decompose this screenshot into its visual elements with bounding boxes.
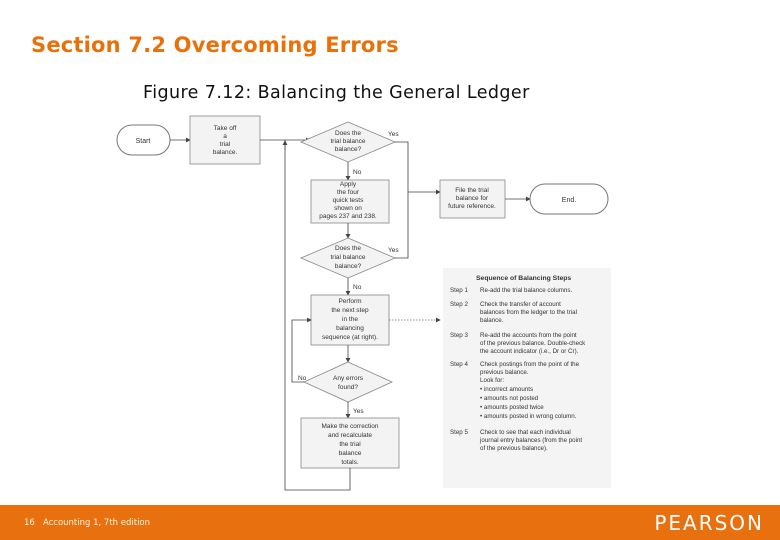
svg-text:previous balance.: previous balance. xyxy=(480,369,529,376)
quick-tests-box xyxy=(310,179,390,224)
svg-text:Re-add the accounts from the p: Re-add the accounts from the point xyxy=(480,332,577,339)
svg-text:trial: trial xyxy=(220,141,231,148)
svg-text:Perform: Perform xyxy=(338,298,361,305)
correction-box xyxy=(300,417,400,469)
svg-text:future reference.: future reference. xyxy=(448,203,496,210)
svg-text:balance?: balance? xyxy=(335,263,362,270)
end-label: End. xyxy=(562,197,576,204)
svg-text:shown on: shown on xyxy=(334,205,362,212)
svg-text:a: a xyxy=(223,133,227,140)
svg-text:totals.: totals. xyxy=(341,459,359,466)
svg-text:• amounts not posted: • amounts not posted xyxy=(480,395,539,402)
svg-text:quick tests: quick tests xyxy=(333,197,364,204)
decision-2-text: Does the trial balance balance? xyxy=(330,245,365,270)
svg-text:of the previous balance).: of the previous balance). xyxy=(480,445,548,452)
yes-label-1: Yes xyxy=(388,131,399,138)
step-4: Step 4 Check postings from the point of … xyxy=(450,361,580,420)
correction-text: Make the correction and recalculate the … xyxy=(321,423,378,466)
yes-label-3: Yes xyxy=(353,408,364,415)
svg-text:Re-add the trial balance colum: Re-add the trial balance columns. xyxy=(480,287,572,294)
svg-text:balance.: balance. xyxy=(480,317,504,324)
no-label-3: No xyxy=(298,375,307,382)
svg-text:Check the transfer of account: Check the transfer of account xyxy=(480,301,561,308)
step-5-label: Step 5 xyxy=(450,429,468,436)
step-3: Step 3 Re-add the accounts from the poin… xyxy=(450,332,586,355)
file-trial-balance-box xyxy=(439,179,506,219)
svg-text:balance for: balance for xyxy=(456,195,489,202)
svg-text:Look for:: Look for: xyxy=(480,377,504,384)
svg-text:in the: in the xyxy=(342,316,358,323)
figure-title: Figure 7.12: Balancing the General Ledge… xyxy=(143,83,530,103)
svg-text:of the previous balance. Doubl: of the previous balance. Double-check xyxy=(480,340,586,347)
take-trial-balance-box xyxy=(189,115,261,165)
sequence-panel xyxy=(443,268,611,488)
yes-label-2: Yes xyxy=(388,247,399,254)
svg-text:Does the: Does the xyxy=(335,245,361,252)
svg-text:balancing: balancing xyxy=(336,325,364,332)
decision-3-text: Any errors found? xyxy=(333,375,364,391)
end-terminator xyxy=(529,183,609,215)
pearson-logo: PEARSON xyxy=(654,511,764,535)
svg-text:Check postings from the point: Check postings from the point of the xyxy=(480,361,580,368)
decision-errors-found xyxy=(303,361,393,403)
take-trial-balance-text: Take off a trial balance. xyxy=(213,125,238,156)
svg-text:• amounts posted twice: • amounts posted twice xyxy=(480,404,544,411)
step-2-label: Step 2 xyxy=(450,301,468,308)
svg-text:trial balance: trial balance xyxy=(330,138,365,145)
file-trial-balance-text: File the trial balance for future refere… xyxy=(448,187,496,210)
svg-text:• amounts posted in wrong colu: • amounts posted in wrong column. xyxy=(480,413,577,420)
svg-text:trial balance: trial balance xyxy=(330,254,365,261)
svg-text:balance: balance xyxy=(339,450,362,457)
quick-tests-text: Apply the four quick tests shown on page… xyxy=(319,181,377,220)
no-label-2: No xyxy=(353,284,362,291)
step-5: Step 5 Check to see that each individual… xyxy=(450,429,582,452)
svg-text:Check to see that each individ: Check to see that each individual xyxy=(480,429,571,436)
svg-text:the next step: the next step xyxy=(331,307,369,314)
step-1: Step 1 Re-add the trial balance columns. xyxy=(450,287,572,294)
footer-caption: 16 Accounting 1, 7th edition xyxy=(24,518,150,528)
svg-text:Does the: Does the xyxy=(335,130,361,137)
svg-text:balances from the ledger to th: balances from the ledger to the trial xyxy=(480,309,577,316)
svg-text:balance?: balance? xyxy=(335,146,362,153)
step-1-label: Step 1 xyxy=(450,287,468,294)
svg-text:• incorrect amounts: • incorrect amounts xyxy=(480,386,533,393)
svg-text:sequence (at right).: sequence (at right). xyxy=(322,334,378,341)
svg-text:Take off: Take off xyxy=(214,125,237,132)
section-title: Section 7.2 Overcoming Errors xyxy=(31,33,399,57)
svg-text:found?: found? xyxy=(338,384,358,391)
svg-text:the trial: the trial xyxy=(339,441,361,448)
step-3-label: Step 3 xyxy=(450,332,468,339)
svg-text:Make the correction: Make the correction xyxy=(321,423,378,430)
decision-1-text: Does the trial balance balance? xyxy=(330,130,365,153)
footer-bar: 16 Accounting 1, 7th edition PEARSON xyxy=(0,505,780,540)
svg-text:File the trial: File the trial xyxy=(455,187,489,194)
sequence-title: Sequence of Balancing Steps xyxy=(476,275,571,282)
svg-text:the account indicator (i.e., D: the account indicator (i.e., Dr or Cr). xyxy=(480,348,579,355)
step-4-label: Step 4 xyxy=(450,361,468,368)
step-2: Step 2 Check the transfer of account bal… xyxy=(450,301,577,324)
svg-text:Apply: Apply xyxy=(340,181,357,188)
book-title: Accounting 1, 7th edition xyxy=(42,518,151,528)
svg-text:the four: the four xyxy=(337,189,360,196)
no-label-1: No xyxy=(353,169,362,176)
start-label: Start xyxy=(136,138,151,145)
svg-text:and recalculate: and recalculate xyxy=(328,432,372,439)
svg-text:journal entry balances (from t: journal entry balances (from the point xyxy=(479,437,582,444)
svg-text:pages 237 and 238.: pages 237 and 238. xyxy=(319,213,377,220)
perform-step-text: Perform the next step in the balancing s… xyxy=(322,298,378,341)
svg-text:Any errors: Any errors xyxy=(333,375,364,382)
svg-text:balance.: balance. xyxy=(213,149,238,156)
page-number: 16 xyxy=(24,518,35,528)
